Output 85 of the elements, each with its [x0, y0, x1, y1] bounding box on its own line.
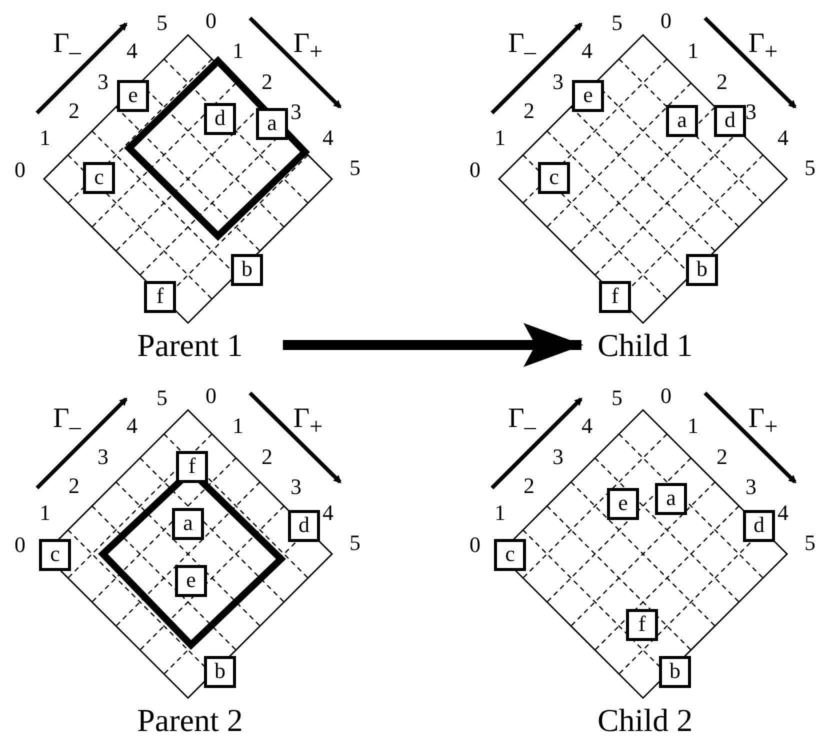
axis-number: 5	[156, 12, 168, 34]
axis-number: 1	[494, 502, 506, 524]
axis-number: 2	[716, 446, 728, 468]
axis-number: 2	[68, 475, 80, 497]
axis-number: 3	[552, 446, 564, 468]
axis-number: 3	[746, 101, 756, 123]
module-box: d	[288, 510, 320, 542]
axis-number: 2	[524, 100, 534, 122]
panel-caption: Parent 2	[137, 702, 243, 738]
module-box: d	[204, 103, 236, 135]
axis-number: 5	[350, 157, 360, 179]
panel-caption: Parent 1	[137, 327, 243, 363]
axis-number: 4	[582, 40, 592, 62]
module-box: a	[256, 108, 288, 140]
axis-number: 0	[470, 534, 480, 556]
panel-caption: Child 1	[597, 327, 693, 363]
axis-number: 1	[688, 40, 698, 62]
axis-number: 3	[290, 101, 302, 123]
module-box: a	[666, 105, 698, 137]
module-box: a	[172, 508, 204, 540]
axis-number: 4	[778, 502, 788, 524]
axis-number: 3	[98, 446, 108, 468]
axis-number: 0	[206, 385, 216, 407]
module-box: f	[599, 281, 631, 313]
axis-label: Γ$_{–}$	[53, 408, 81, 438]
module-box: d	[743, 510, 775, 542]
axis-number: 1	[688, 415, 698, 437]
axis-number: 1	[40, 127, 50, 149]
axis-number: 5	[804, 532, 816, 554]
axis-label: Γ$_{–}$	[508, 33, 536, 63]
axis-number: 3	[290, 476, 302, 498]
module-box: f	[176, 451, 208, 483]
module-box: c	[39, 539, 71, 571]
module-box: e	[175, 565, 207, 597]
axis-label: Γ$_{+}$	[293, 408, 323, 438]
axis-number: 2	[716, 71, 728, 93]
module-box: b	[231, 254, 263, 286]
panel-caption: Child 2	[597, 702, 693, 738]
module-box: c	[83, 162, 115, 194]
axis-number: 4	[778, 127, 788, 149]
axis-number: 4	[126, 415, 138, 437]
axis-number: 5	[350, 532, 360, 554]
module-box: b	[659, 656, 691, 688]
axis-number: 5	[612, 387, 622, 409]
module-box: e	[117, 80, 149, 112]
axis-number: 0	[14, 159, 26, 181]
module-box: b	[204, 656, 236, 688]
axis-label: Γ$_{+}$	[748, 33, 778, 63]
axis-number: 0	[660, 10, 672, 32]
axis-number: 5	[804, 157, 816, 179]
module-box: e	[572, 80, 604, 112]
axis-number: 0	[470, 159, 480, 181]
axis-number: 5	[156, 387, 168, 409]
axis-number: 0	[14, 534, 26, 556]
axis-number: 1	[232, 40, 244, 62]
axis-number: 0	[660, 385, 672, 407]
axis-number: 3	[552, 71, 564, 93]
module-box: d	[714, 105, 746, 137]
axis-label: Γ$_{–}$	[508, 408, 536, 438]
module-box: f	[144, 281, 176, 313]
module-box: f	[626, 609, 658, 641]
axis-label: Γ$_{+}$	[748, 408, 778, 438]
axis-number: 4	[322, 502, 334, 524]
module-box: e	[607, 488, 639, 520]
axis-number: 2	[68, 100, 80, 122]
axis-number: 3	[746, 476, 756, 498]
axis-number: 1	[40, 502, 50, 524]
module-box: c	[538, 162, 570, 194]
module-box: c	[494, 539, 526, 571]
module-box: a	[655, 483, 687, 515]
axis-label: Γ$_{+}$	[293, 33, 323, 63]
axis-number: 4	[126, 40, 138, 62]
axis-number: 0	[206, 10, 216, 32]
axis-number: 4	[322, 127, 334, 149]
axis-number: 1	[232, 415, 244, 437]
axis-number: 1	[494, 127, 506, 149]
axis-label: Γ$_{–}$	[53, 33, 81, 63]
axis-number: 3	[98, 71, 108, 93]
axis-number: 2	[262, 71, 272, 93]
axis-number: 5	[612, 12, 622, 34]
axis-number: 2	[524, 475, 534, 497]
axis-number: 2	[262, 446, 272, 468]
axis-number: 4	[582, 415, 592, 437]
module-box: b	[686, 254, 718, 286]
arrow	[282, 323, 584, 367]
